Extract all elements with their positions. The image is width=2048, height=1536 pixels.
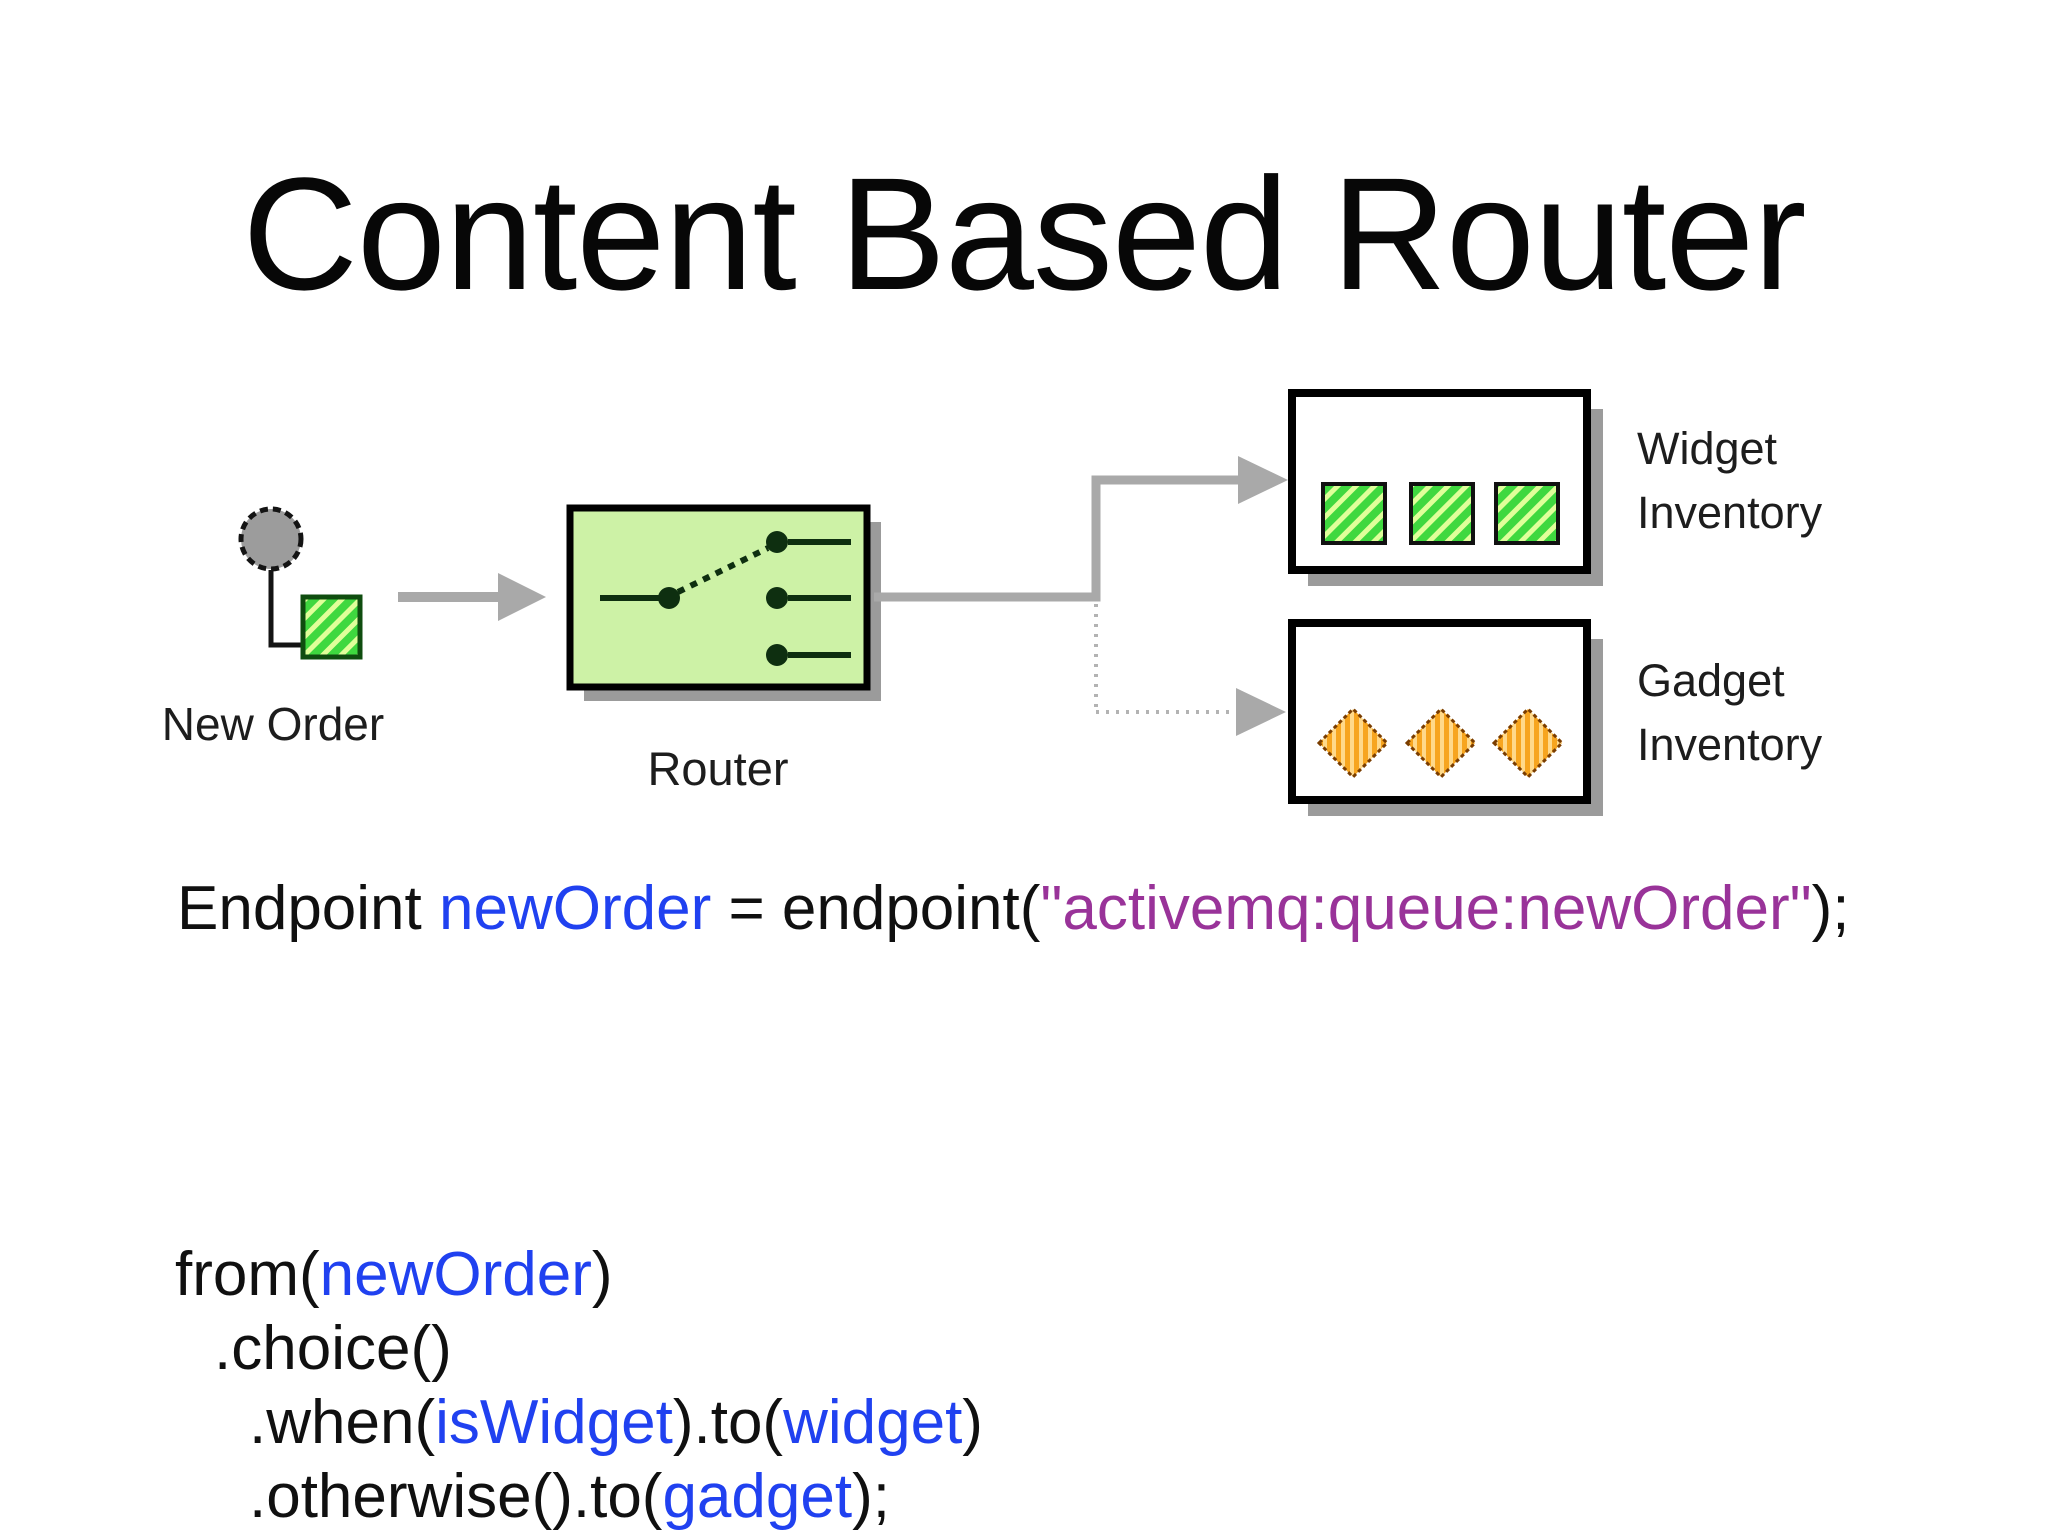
content-based-router-diagram [238,389,1603,816]
message-circle-icon [238,506,304,572]
code-token: ).to( [672,1388,784,1457]
code-token-string: "activemq:queue:newOrder" [1040,874,1812,943]
content-switch-icon [600,531,851,666]
code-token-variable: gadget [662,1462,853,1531]
code-route-definition: from(newOrder) .choice() .when(isWidget)… [175,1238,983,1534]
code-token: from( [175,1240,320,1309]
code-token: Endpoint [177,874,439,943]
widget-inventory-node [1288,389,1603,586]
gadget-inventory-label: Gadget Inventory [1637,655,1823,770]
code-token: ); [1811,874,1850,943]
code-token: ); [852,1462,890,1531]
code-token: .when( [249,1388,436,1457]
code-token: = endpoint( [711,874,1041,943]
code-line-from: from(newOrder) [175,1238,983,1312]
page-title: Content Based Router [242,144,1806,323]
code-line-when: .when(isWidget).to(widget) [175,1386,983,1460]
gadget-inventory-node [1288,619,1603,816]
gadget-diamond-icons [1316,706,1565,780]
code-token: ) [962,1388,983,1457]
code-token: .otherwise().to( [249,1462,663,1531]
arrow-router-to-widget-icon [874,456,1288,602]
message-square-icon [300,594,363,660]
new-order-message-icon [238,506,363,660]
code-token-variable: newOrder [319,1240,592,1309]
code-token: ) [591,1240,613,1309]
arrow-neworder-to-router-icon [398,573,546,621]
arrow-router-to-gadget-icon [1094,604,1286,736]
widget-square-icons [1321,482,1560,545]
code-token: .choice() [214,1314,452,1383]
code-endpoint-declaration: Endpoint newOrder = endpoint("activemq:q… [177,872,1849,946]
widget-inventory-label: Widget Inventory [1637,423,1823,538]
router-label: Router [647,742,789,795]
new-order-label: New Order [161,698,385,750]
code-line-otherwise: .otherwise().to(gadget); [175,1460,983,1534]
code-token-variable: newOrder [439,874,712,943]
code-line-choice: .choice() [175,1312,983,1386]
router-node [566,504,881,701]
code-token-variable: widget [783,1388,963,1457]
message-connector-line [268,570,301,648]
code-token-variable: isWidget [435,1388,673,1457]
